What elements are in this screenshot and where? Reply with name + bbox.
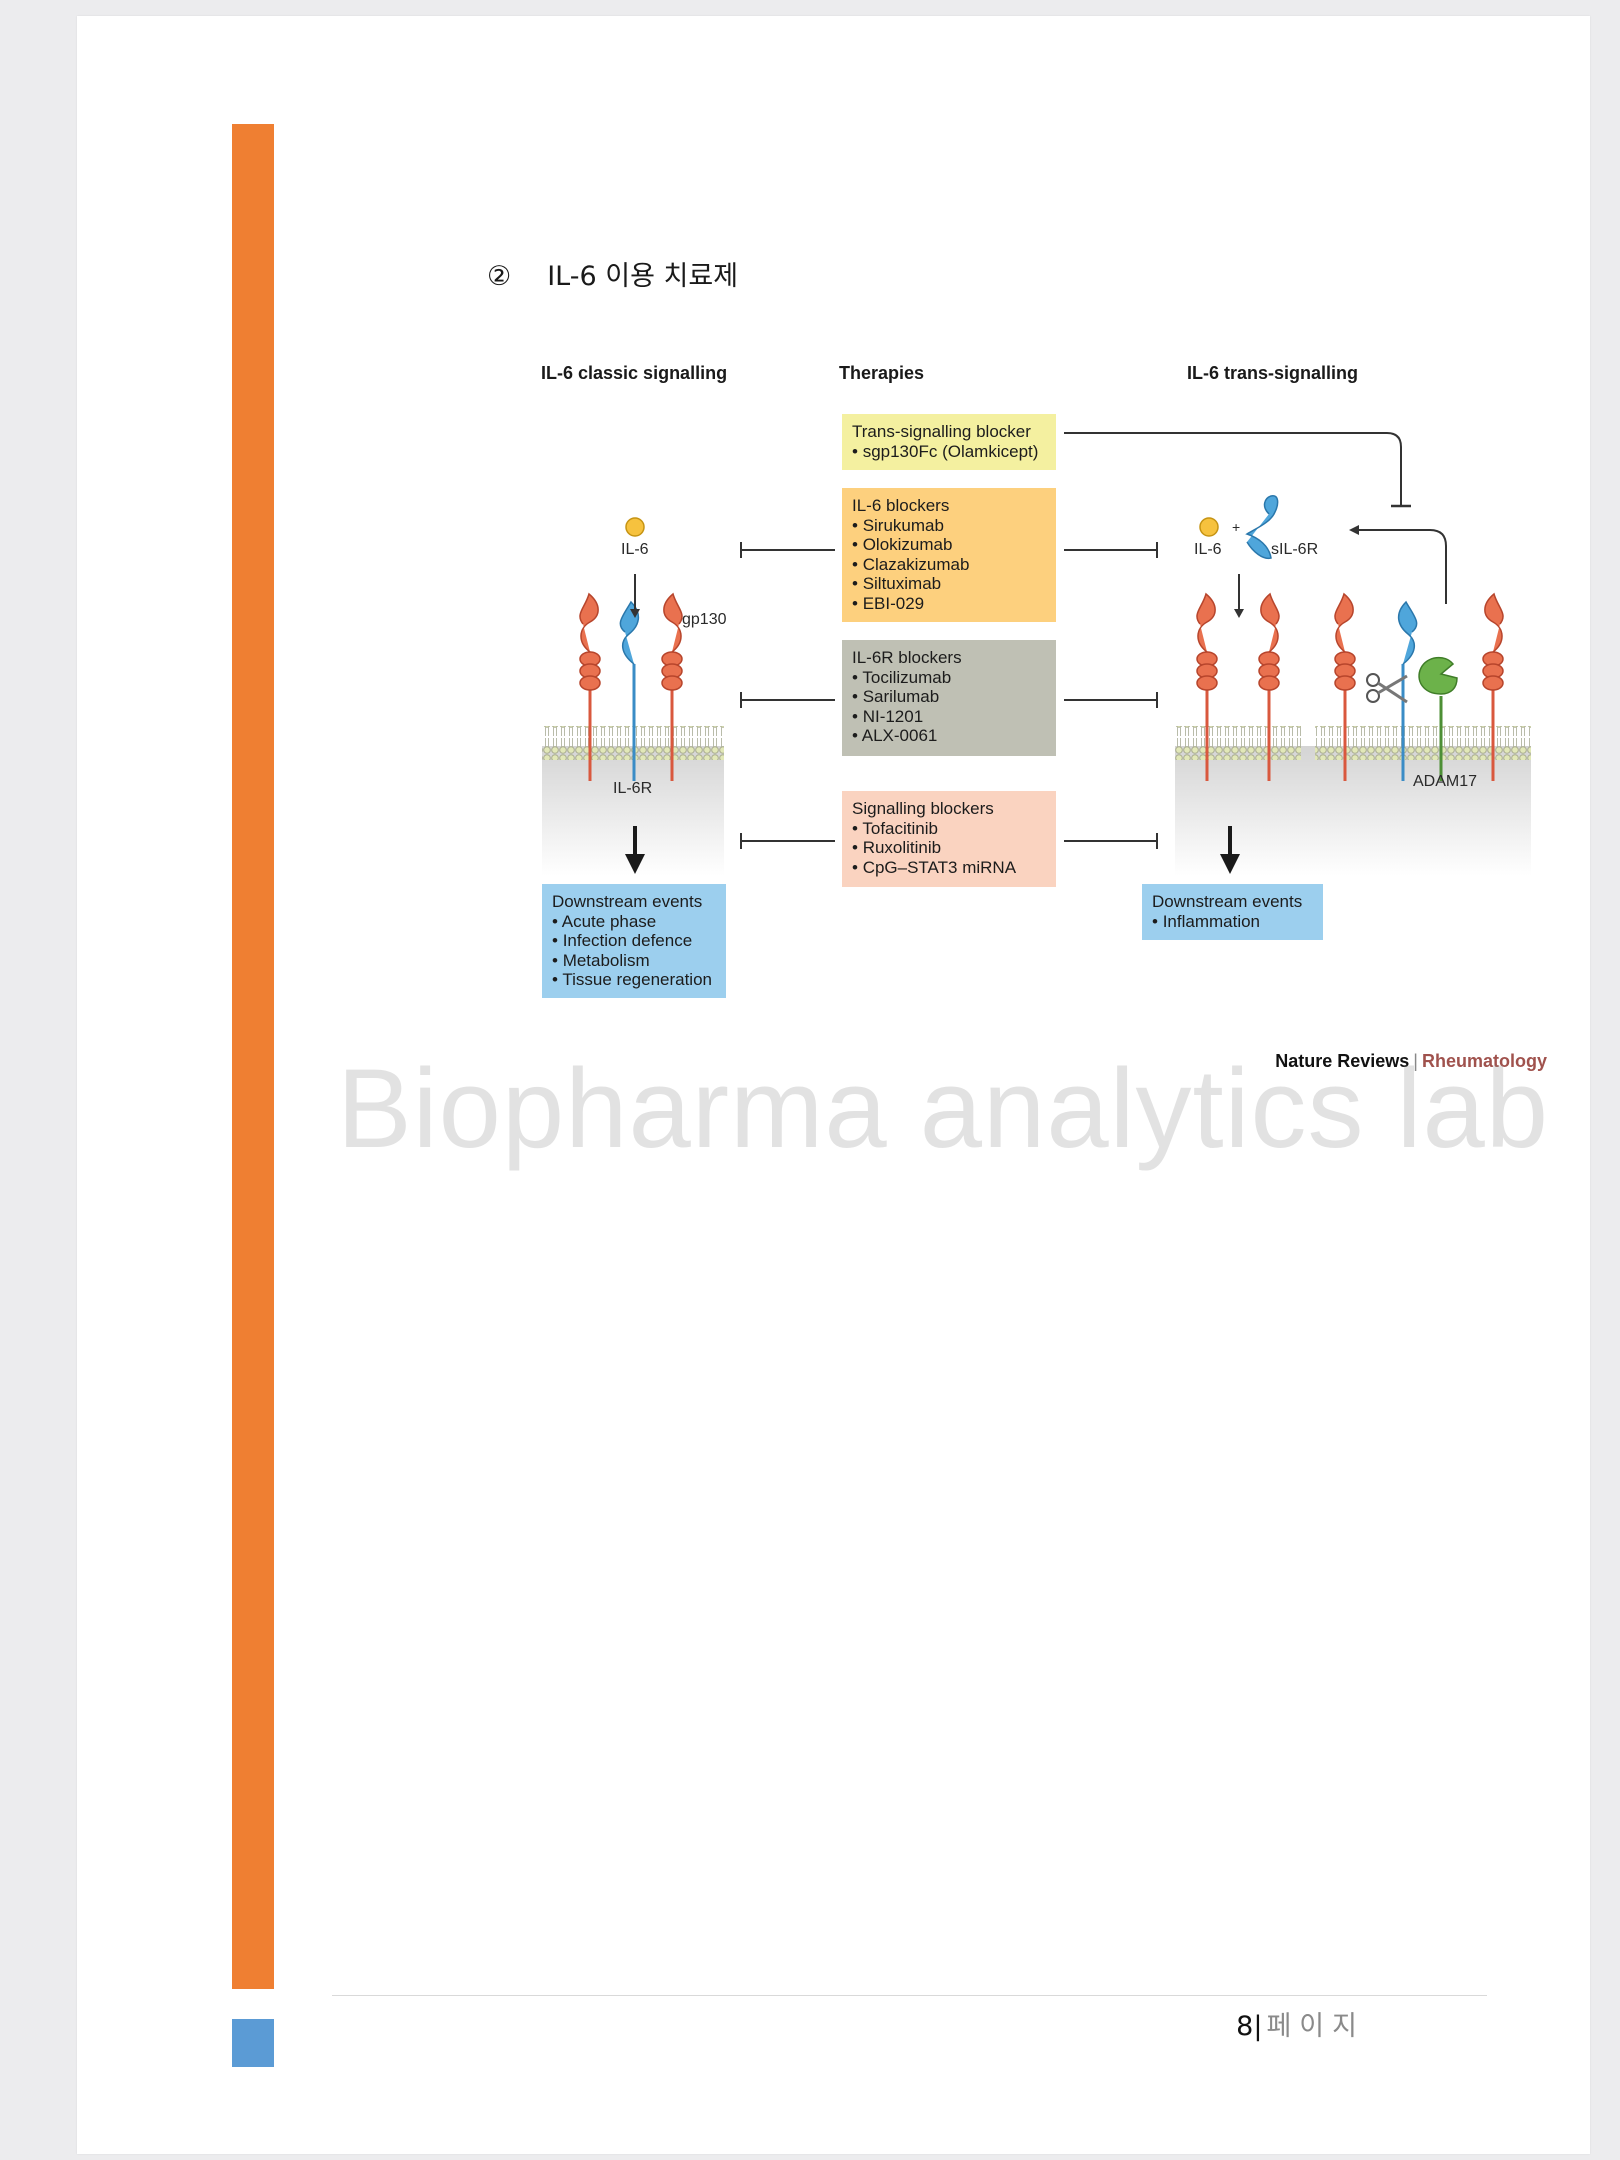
list-item: Acute phase <box>552 912 716 932</box>
list-item: sgp130Fc (Olamkicept) <box>852 442 1046 462</box>
list-item: Siltuximab <box>852 574 1046 594</box>
list-item: CpG–STAT3 miRNA <box>852 858 1046 878</box>
gp130-receptor-right-4 <box>1482 592 1504 781</box>
page-footer: 8|페이지 <box>1236 2004 1365 2043</box>
sil6r-soluble-receptor <box>1245 495 1279 560</box>
list-item: Tissue regeneration <box>552 970 716 990</box>
attribution-separator: | <box>1413 1051 1418 1071</box>
list-item: Metabolism <box>552 951 716 971</box>
box-downstream-classic: Downstream events Acute phase Infection … <box>542 884 726 998</box>
list-item: Tocilizumab <box>852 668 1046 688</box>
box-title: Downstream events <box>552 892 703 911</box>
label-adam17: ADAM17 <box>1413 773 1478 790</box>
inhibition-il6r-left <box>740 692 835 708</box>
attribution-publisher: Nature Reviews <box>1275 1051 1410 1071</box>
inhibition-il6-left <box>740 542 835 558</box>
arrowhead-il6-right <box>1234 609 1244 618</box>
cell-right-a <box>1175 746 1337 876</box>
box-il6r-blockers: IL-6R blockers Tocilizumab Sarilumab NI-… <box>842 640 1056 756</box>
il6r-receptor-right <box>1397 600 1418 781</box>
inhibition-il6-right <box>1064 542 1158 558</box>
column-title-classic: IL-6 classic signalling <box>541 363 728 383</box>
arrowhead-il6-left <box>630 609 640 618</box>
label-gp130: gp130 <box>682 611 727 628</box>
box-title: Downstream events <box>1152 892 1303 911</box>
list-item: ALX-0061 <box>852 726 1046 746</box>
arrowhead-downstream-left <box>625 854 645 874</box>
list-item: Infection defence <box>552 931 716 951</box>
adam17-protease <box>1418 656 1458 781</box>
box-signalling-blockers: Signalling blockers Tofacitinib Ruxoliti… <box>842 791 1056 887</box>
gp130-receptor-left-2 <box>661 592 683 781</box>
heading-number: ② <box>487 261 512 292</box>
side-accent-block <box>232 2019 274 2067</box>
heading-text: IL-6 이용 치료제 <box>547 261 739 292</box>
section-heading: ② IL-6 이용 치료제 <box>487 254 738 293</box>
gp130-receptor-right-3 <box>1334 592 1356 781</box>
list-item: Ruxolitinib <box>852 838 1046 858</box>
list-item: Inflammation <box>1152 912 1313 932</box>
list-item: Olokizumab <box>852 535 1046 555</box>
attribution-journal: Rheumatology <box>1421 1051 1547 1071</box>
box-title: Signalling blockers <box>852 799 994 818</box>
list-item: Sarilumab <box>852 687 1046 707</box>
il6r-receptor-left <box>619 600 640 781</box>
document-page: ② IL-6 이용 치료제 <box>77 16 1590 2154</box>
box-title: Trans-signalling blocker <box>852 422 1031 441</box>
box-title: IL-6 blockers <box>852 496 950 515</box>
membrane-right-a <box>1175 726 1301 760</box>
footer-divider <box>332 1995 1487 1996</box>
inhibition-signalling-right <box>1064 833 1158 849</box>
label-il6-right: IL-6 <box>1194 541 1222 558</box>
il6-ligand-right <box>1199 517 1219 537</box>
trans-blocker-inhibition-line <box>1064 432 1402 506</box>
box-trans-signalling-blocker: Trans-signalling blocker sgp130Fc (Olamk… <box>842 414 1056 470</box>
cell-right-b <box>1315 746 1531 876</box>
shedding-arrow <box>1357 529 1447 604</box>
pathway-diagram <box>542 432 1531 876</box>
gp130-receptor-right-2 <box>1258 592 1280 781</box>
shedding-arrowhead <box>1349 525 1359 535</box>
list-item: NI-1201 <box>852 707 1046 727</box>
page-word: 페이지 <box>1266 2011 1365 2042</box>
list-item: Tofacitinib <box>852 819 1046 839</box>
gp130-receptor-right-1 <box>1196 592 1218 781</box>
box-downstream-trans: Downstream events Inflammation <box>1142 884 1323 940</box>
inhibition-signalling-left <box>740 833 835 849</box>
page-number: 8 <box>1236 2011 1254 2042</box>
list-item: Clazakizumab <box>852 555 1046 575</box>
inhibition-il6r-right <box>1064 692 1158 708</box>
column-title-trans: IL-6 trans-signalling <box>1187 363 1359 383</box>
box-il6-blockers: IL-6 blockers Sirukumab Olokizumab Claza… <box>842 488 1056 622</box>
label-il6-left: IL-6 <box>621 541 649 558</box>
label-plus: + <box>1232 519 1241 535</box>
list-item: Sirukumab <box>852 516 1046 536</box>
figure-attribution: Nature Reviews|Rheumatology <box>1275 1051 1547 1072</box>
arrowhead-downstream-right <box>1220 854 1240 874</box>
list-item: EBI-029 <box>852 594 1046 614</box>
il6-pathway-figure: IL-6 classic signalling Therapies IL-6 t… <box>527 346 1547 1086</box>
il6-ligand-left <box>625 517 645 537</box>
box-title: IL-6R blockers <box>852 648 962 667</box>
membrane-right-b <box>1315 726 1531 760</box>
label-il6r: IL-6R <box>613 780 653 797</box>
gp130-receptor-left-1 <box>579 592 601 781</box>
side-accent-bar <box>232 124 274 1989</box>
label-sil6r: sIL-6R <box>1271 541 1319 558</box>
scissors-icon <box>1366 673 1408 704</box>
watermark: Biopharma analytics lab <box>337 1046 1550 1171</box>
page-separator: | <box>1253 2011 1263 2042</box>
column-title-therapies: Therapies <box>839 363 925 383</box>
